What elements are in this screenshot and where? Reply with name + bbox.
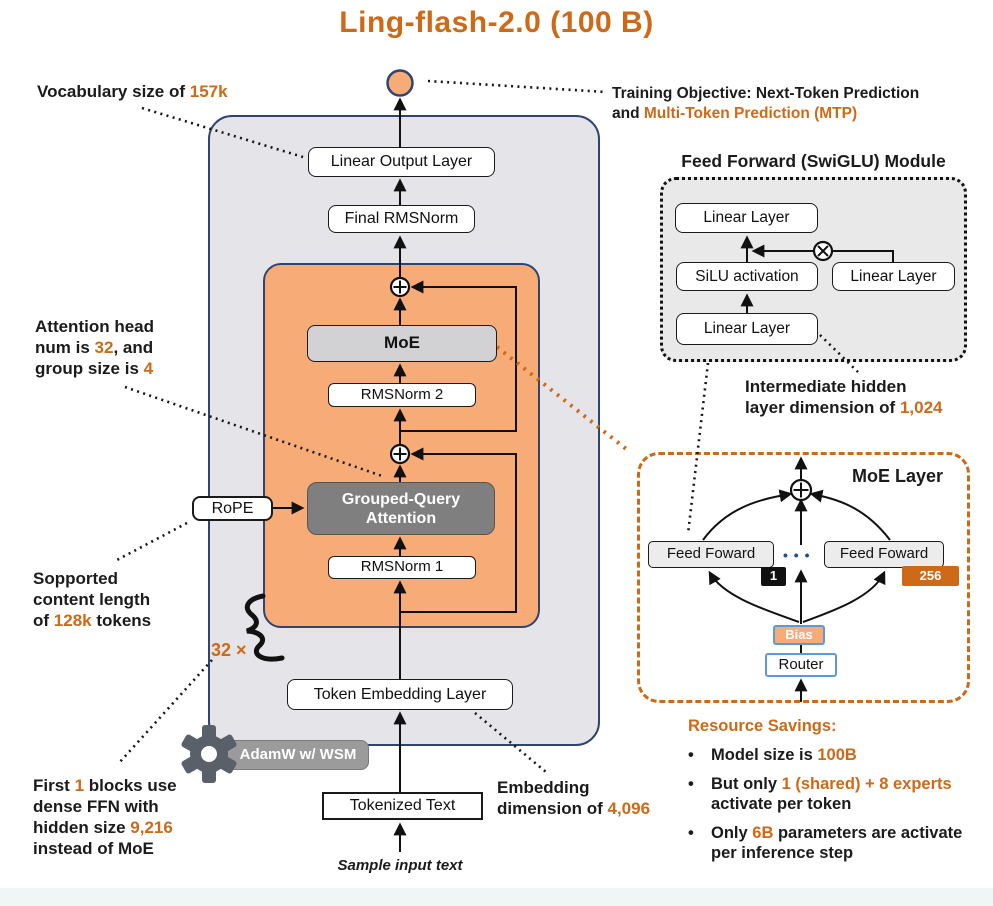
repeat-count-annotation: 32 ×: [211, 640, 247, 660]
resource-savings-block: Resource Savings: • Model size is 100B •…: [688, 716, 988, 863]
rope-box: RoPE: [192, 496, 273, 521]
gqa-label-line1: Grouped-Query: [341, 490, 461, 508]
linear-output-layer-label: Linear Output Layer: [330, 153, 473, 171]
rmsnorm1-label: RMSNorm 1: [360, 558, 444, 576]
token-embedding-box: Token Embedding Layer: [287, 679, 513, 710]
context-length-annotation: Sopported content length of 128k tokens: [33, 569, 152, 630]
gqa-label-line2: Attention: [365, 509, 437, 527]
final-rmsnorm-box: Final RMSNorm: [328, 205, 475, 233]
rmsnorm2-label: RMSNorm 2: [360, 385, 444, 403]
adamw-bar: AdamW w/ WSM: [227, 740, 369, 770]
swiglu-silu-box: SiLU activation: [676, 262, 818, 291]
intermediate-dim-annotation: Intermediate hidden layer dimension of 1…: [745, 377, 943, 417]
page-title: Ling-flash-2.0 (100 B): [339, 6, 654, 39]
embedding-dim-annotation: Embedding dimension of 4,096: [497, 778, 651, 818]
linear-output-layer-box: Linear Output Layer: [308, 147, 495, 177]
moe-layer-title: MoE Layer: [852, 466, 944, 486]
router-box: Router: [765, 653, 837, 677]
resource-bullet-3: • Only 6B parameters are activate per in…: [688, 824, 963, 862]
attention-annotation: Attention head num is 32, and group size…: [35, 317, 154, 378]
rmsnorm2-box: RMSNorm 2: [328, 383, 476, 407]
moe-box: MoE: [307, 325, 497, 362]
swiglu-linear-bottom-box: Linear Layer: [676, 313, 818, 345]
bias-box: Bias: [773, 625, 825, 645]
tokenized-text-box: Tokenized Text: [322, 792, 483, 820]
rmsnorm1-box: RMSNorm 1: [328, 556, 476, 579]
adamw-label: AdamW w/ WSM: [239, 745, 357, 763]
expert-index-last-badge: 256: [902, 566, 959, 586]
grouped-query-attention-box: Grouped-Query Attention: [307, 482, 495, 535]
dense-ffn-annotation: First 1 blocks use dense FFN with hidden…: [33, 776, 177, 858]
experts-ellipsis: • • •: [783, 547, 811, 563]
moe-label: MoE: [384, 333, 420, 353]
feed-forward-right-box: Feed Foward: [824, 541, 944, 568]
vocab-annotation: Vocabulary size of 157k: [37, 82, 228, 101]
resource-bullet-1: • Model size is 100B: [688, 746, 857, 764]
swiglu-linear-right-box: Linear Layer: [832, 262, 955, 291]
rope-label: RoPE: [211, 499, 254, 517]
tokenized-text-label: Tokenized Text: [349, 797, 456, 815]
output-token-circle: [386, 69, 414, 97]
token-embedding-label: Token Embedding Layer: [313, 685, 487, 703]
resource-savings-title: Resource Savings:: [688, 717, 837, 735]
feed-forward-left-box: Feed Foward: [648, 541, 774, 568]
sample-input-text: Sample input text: [337, 857, 463, 874]
expert-index-first-badge: 1: [761, 567, 786, 586]
resource-bullet-2: • But only 1 (shared) + 8 experts activa…: [688, 775, 952, 813]
footer-strip: [0, 888, 993, 906]
swiglu-module-title: Feed Forward (SwiGLU) Module: [681, 151, 946, 171]
final-rmsnorm-label: Final RMSNorm: [344, 210, 459, 228]
swiglu-linear-top-box: Linear Layer: [675, 203, 818, 233]
training-objective-annotation: Training Objective: Next-Token Predictio…: [612, 85, 920, 122]
